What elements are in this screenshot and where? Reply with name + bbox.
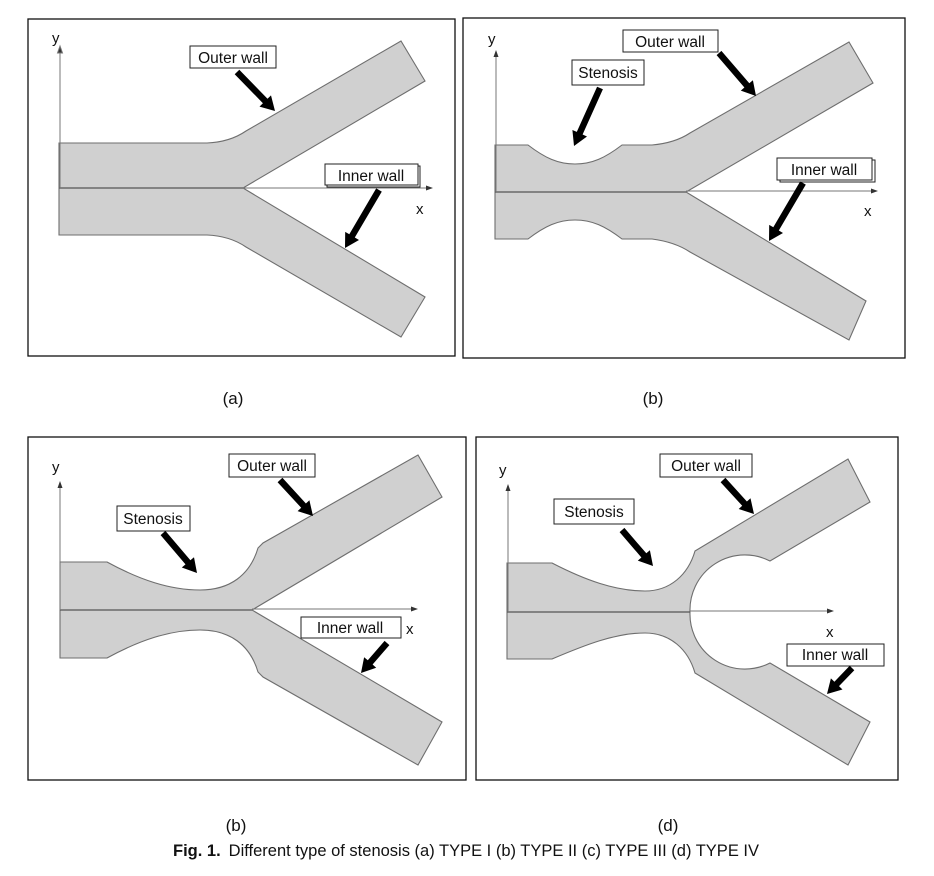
inner-wall-label: Inner wall xyxy=(338,168,404,185)
panel-d: y x Outer wall Stenosis Inner wall xyxy=(475,436,899,781)
panel-c-caption: (b) xyxy=(226,816,247,835)
stenosis-label: Stenosis xyxy=(123,511,183,528)
panel-b-caption: (b) xyxy=(643,389,664,408)
x-axis-arrowhead xyxy=(411,606,418,612)
label-box xyxy=(116,505,191,532)
x-axis-label: x xyxy=(416,201,424,218)
outer-wall-arrow xyxy=(720,477,754,514)
label-box xyxy=(786,643,885,667)
y-axis-arrowhead xyxy=(505,484,511,491)
outer-wall-label: Outer wall xyxy=(237,458,307,475)
figure-caption: Fig. 1. Different type of stenosis (a) TY… xyxy=(173,842,759,860)
label-box xyxy=(659,453,753,478)
inner-wall-arrow xyxy=(769,181,806,241)
y-axis-label: y xyxy=(52,30,60,47)
stenosis-arrow xyxy=(160,530,197,573)
label-box xyxy=(571,59,645,86)
label-box xyxy=(189,45,277,69)
inner-wall-arrow xyxy=(827,665,855,694)
label-box xyxy=(228,453,316,478)
y-axis-label: y xyxy=(52,459,60,476)
stenosis-arrow xyxy=(619,527,653,566)
bifurcation-vessel xyxy=(494,41,874,341)
y-axis-arrowhead xyxy=(56,44,64,54)
y-axis-arrowhead xyxy=(57,481,63,488)
stenosis-label: Stenosis xyxy=(564,504,624,521)
inner-wall-label: Inner wall xyxy=(791,162,857,179)
label-box xyxy=(324,163,419,186)
x-axis-arrowhead xyxy=(871,188,878,194)
y-axis-label: y xyxy=(499,462,507,479)
inner-wall-label: Inner wall xyxy=(802,647,868,664)
y-axis-label: y xyxy=(488,31,496,48)
panel-frame xyxy=(27,436,467,781)
outer-wall-label: Outer wall xyxy=(635,34,705,51)
bifurcation-vessel xyxy=(58,40,426,338)
panel-a-caption: (a) xyxy=(223,389,244,408)
x-axis-label: x xyxy=(864,203,872,220)
figure-caption-prefix: Fig. 1. xyxy=(173,842,221,860)
inner-wall-arrow xyxy=(345,188,382,248)
inner-wall-arrow xyxy=(361,640,390,673)
panel-b: y x Outer wall Stenosis Inner wall xyxy=(462,17,906,359)
outer-wall-label: Outer wall xyxy=(671,458,741,475)
panel-frame xyxy=(462,17,906,359)
panel-a: y x Outer wall Inner wall xyxy=(27,18,456,357)
y-axis-arrowhead xyxy=(493,50,499,57)
label-box xyxy=(553,498,635,525)
label-box xyxy=(300,616,402,639)
figure-caption-text: Different type of stenosis (a) TYPE I (b… xyxy=(229,842,759,860)
x-axis-label: x xyxy=(406,621,414,638)
stenosis-label: Stenosis xyxy=(578,65,638,82)
outer-wall-arrow xyxy=(716,50,756,96)
panel-c: y x Outer wall Stenosis Inner wall xyxy=(27,436,467,781)
stenosis-arrow xyxy=(572,86,603,146)
panel-frame xyxy=(475,436,899,781)
inner-wall-label: Inner wall xyxy=(317,620,383,637)
label-box xyxy=(776,157,873,181)
outer-wall-arrow xyxy=(277,477,313,516)
panel-frame xyxy=(27,18,456,357)
x-axis-label: x xyxy=(826,624,834,641)
x-axis-arrowhead xyxy=(426,185,433,191)
panel-d-caption: (d) xyxy=(658,816,679,835)
outer-wall-arrow xyxy=(234,69,275,111)
outer-wall-label: Outer wall xyxy=(198,50,268,67)
x-axis-arrowhead xyxy=(827,608,834,614)
label-box xyxy=(622,29,719,53)
